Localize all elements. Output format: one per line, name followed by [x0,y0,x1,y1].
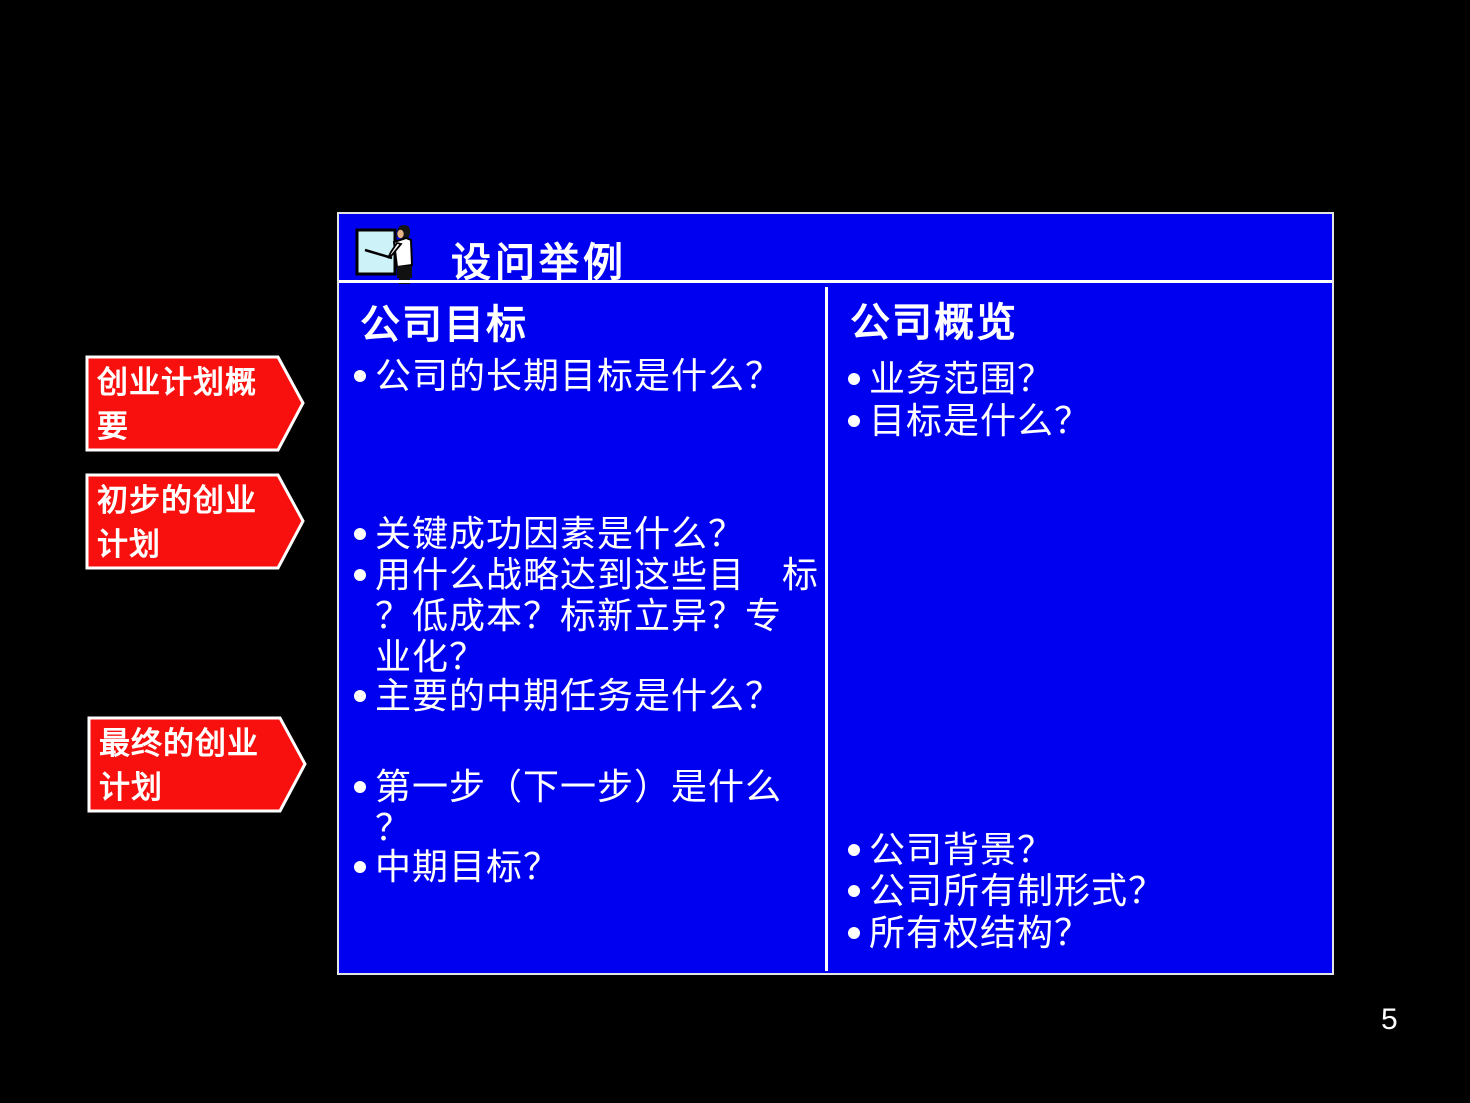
bullet-icon [848,885,860,897]
pentagon-arrow-shape [87,716,307,813]
title-separator-line [339,280,1332,283]
bullet-icon [354,690,366,702]
list-item: 业务范围？ [848,358,1318,399]
page-title: 设问举例 [451,241,627,285]
bullet-icon [848,844,860,856]
bullet-icon [354,861,366,873]
list-item: 用什么战略达到这些目 标 ？低成本？标新立异？专 业化？ [354,554,844,677]
process-arrow-preliminary-plan: 初步的创业 计划 [85,473,305,570]
pentagon-arrow-shape [85,473,305,570]
bullet-icon [354,370,366,382]
bullet-icon [354,528,366,540]
pentagon-arrow-shape [85,355,305,452]
arrow-label: 创业计划概 要 [97,365,257,444]
column-divider-line [825,287,828,971]
bullet-icon [848,927,860,939]
list-item: 公司背景？ [848,829,1318,870]
list-item: 公司所有制形式？ [848,870,1318,911]
list-item: 主要的中期任务是什么？ [354,675,834,716]
bullet-icon [354,569,366,581]
right-column-heading: 公司概览 [850,301,1018,345]
list-item: 目标是什么？ [848,400,1318,441]
bullet-icon [848,373,860,385]
list-item: 中期目标？ [354,846,824,887]
content-panel: 设问举例 公司目标 公司的长期目标是什么？ 关键成功因素是什么？ 用什么战略达到… [337,212,1334,975]
bullet-icon [354,781,366,793]
list-item: 公司的长期目标是什么？ [354,355,824,396]
arrow-label: 初步的创业 计划 [97,483,257,562]
process-arrow-startup-plan-summary: 创业计划概 要 [85,355,305,452]
list-item: 第一步（下一步）是什么 ？ [354,766,824,848]
left-column-heading: 公司目标 [360,303,528,347]
list-item: 所有权结构？ [848,912,1318,953]
bullet-icon [848,415,860,427]
presenter-icon [355,225,414,284]
arrow-label: 最终的创业 计划 [99,726,259,805]
process-arrow-final-plan: 最终的创业 计划 [87,716,307,813]
list-item: 关键成功因素是什么？ [354,513,824,554]
page-number: 5 [1381,1003,1398,1036]
